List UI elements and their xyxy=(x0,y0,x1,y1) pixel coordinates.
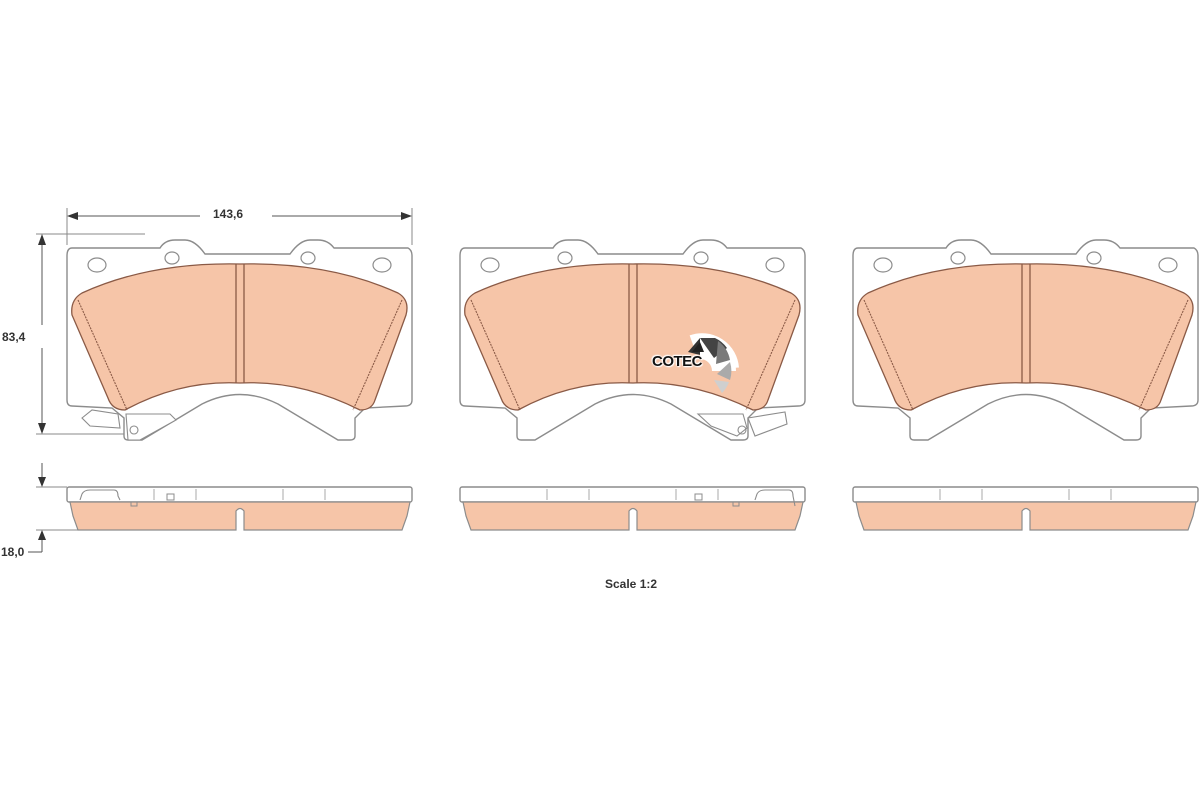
cotec-logo-text: COTEC xyxy=(652,353,703,370)
cotec-logo-icon xyxy=(688,333,739,393)
dimension-thickness xyxy=(28,463,78,553)
brake-pad-right-front xyxy=(852,239,1199,441)
brake-pad-left-front xyxy=(66,239,413,441)
thickness-dimension-label: 18,0 xyxy=(1,545,25,559)
height-dimension-label: 83,4 xyxy=(2,330,26,344)
brake-pad-middle-side xyxy=(459,486,806,531)
scale-label: Scale 1:2 xyxy=(605,577,658,591)
dimension-height xyxy=(36,233,145,435)
brake-pad-left-side xyxy=(66,486,413,531)
width-dimension-label: 143,6 xyxy=(213,207,244,221)
dimension-width xyxy=(66,208,413,245)
brake-pad-middle-front xyxy=(459,239,806,441)
brake-pad-right-side xyxy=(852,486,1199,531)
